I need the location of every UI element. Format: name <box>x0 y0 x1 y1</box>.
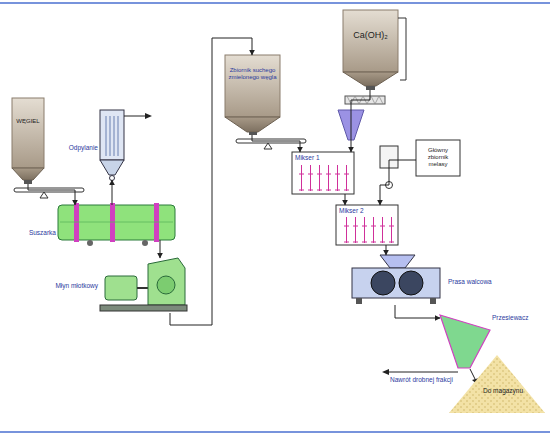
equipment-label: Odpylanie <box>56 144 98 151</box>
equipment-label: Prasa walcowa <box>448 278 508 285</box>
molasses-tank: Główny zbiornik melasy <box>416 140 460 176</box>
equipment-label: Przesiewacz <box>492 314 542 321</box>
coal-silo: WĘGIEL <box>12 98 44 184</box>
flow-label: Do magazynu <box>483 387 523 394</box>
flow-line <box>160 240 161 258</box>
equipment-label: Mikser 1 <box>295 154 351 161</box>
mixer-box: Mikser 1 <box>292 152 354 194</box>
equipment-label: Mikser 2 <box>339 207 395 214</box>
equipment-label: Główny zbiornik melasy <box>418 147 458 168</box>
flow-line <box>28 184 75 205</box>
dryer-drum: Suszarka <box>58 205 175 240</box>
equipment-label: Ca(OH)₂ <box>345 30 396 40</box>
screen-sieve: Przesiewacz <box>440 312 490 370</box>
flow-label: Nawrót drobnej frakcji <box>390 376 453 383</box>
equipment-label: Zbiornik suchego zmielonego węgla <box>227 67 278 81</box>
flow-line <box>380 160 416 205</box>
coal-silo: Zbiornik suchego zmielonego węgla <box>225 55 280 135</box>
flow-line <box>345 194 346 205</box>
equipment-label: WĘGIEL <box>13 118 43 125</box>
lime-silo: Ca(OH)₂ <box>343 10 398 90</box>
flow-line <box>386 245 387 255</box>
equipment-label: Suszarka <box>18 229 56 236</box>
roller-press: Prasa walcowa <box>348 255 443 305</box>
mixer-box: Mikser 2 <box>336 205 398 245</box>
flow-line <box>170 38 252 325</box>
flow-line <box>252 135 300 152</box>
dust-filter: Odpylanie <box>100 110 124 180</box>
hammer-mill: Młyn młotkowy <box>100 258 187 313</box>
flow-line <box>395 305 440 318</box>
equipment-label: Młyn młotkowy <box>38 282 98 289</box>
flow-line <box>112 180 113 205</box>
flow-line <box>351 90 370 152</box>
